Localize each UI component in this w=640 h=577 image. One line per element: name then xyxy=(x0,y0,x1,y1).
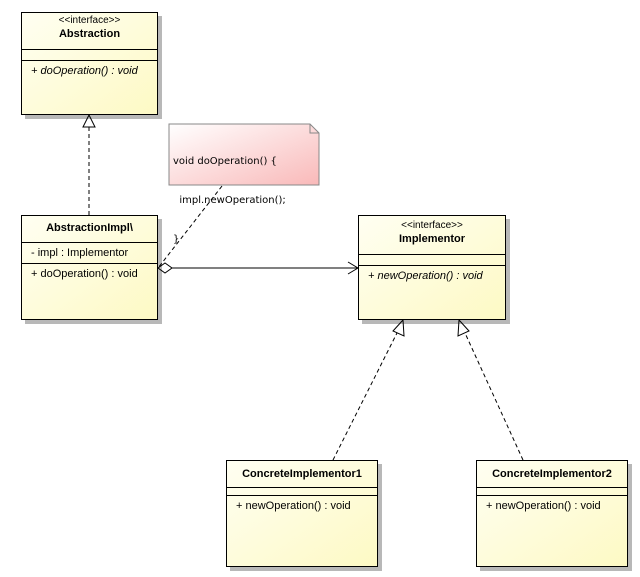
class-concrete-implementor1[interactable]: ConcreteImplementor1 + newOperation() : … xyxy=(226,460,378,567)
stereotype-label: <<interface>> xyxy=(58,15,121,26)
realization-concrete1 xyxy=(332,318,405,461)
operation-compartment: + doOperation() : void xyxy=(22,60,157,79)
note: void doOperation() { impl.newOperation()… xyxy=(169,127,319,245)
operation-compartment: + newOperation() : void xyxy=(227,495,377,514)
operation-compartment: + doOperation() : void xyxy=(22,263,157,282)
note-anchor-line xyxy=(157,185,223,269)
attribute-text: - impl : Implementor xyxy=(31,247,129,259)
class-header: ConcreteImplementor1 xyxy=(227,461,377,487)
note-shape xyxy=(168,123,320,186)
class-header: ConcreteImplementor2 xyxy=(477,461,627,487)
attribute-compartment xyxy=(22,49,157,60)
attribute-compartment xyxy=(477,487,627,495)
note-line: impl.newOperation(); xyxy=(173,195,286,206)
note-line: } xyxy=(173,234,180,245)
class-abstraction[interactable]: <<interface>> Abstraction + doOperation(… xyxy=(21,12,158,115)
class-name: ConcreteImplementor1 xyxy=(242,468,362,480)
operation-compartment: + newOperation() : void xyxy=(359,265,505,284)
operation-text: + newOperation() : void xyxy=(236,500,351,512)
realization-abstraction xyxy=(82,113,96,215)
class-name: Abstraction xyxy=(58,28,121,40)
class-implementor[interactable]: <<interface>> Implementor + newOperation… xyxy=(358,215,506,320)
attribute-compartment xyxy=(359,254,505,265)
operation-text: + doOperation() : void xyxy=(31,268,138,280)
note-line: void doOperation() { xyxy=(173,156,277,167)
class-header: AbstractionImpl\ xyxy=(22,216,157,242)
operation-text: + newOperation() : void xyxy=(368,270,483,282)
class-header: <<interface>> Implementor xyxy=(359,216,505,254)
attribute-compartment: - impl : Implementor xyxy=(22,242,157,261)
class-name: ConcreteImplementor2 xyxy=(492,468,612,480)
operation-text: + doOperation() : void xyxy=(31,65,138,77)
class-name: AbstractionImpl\ xyxy=(46,222,133,234)
class-concrete-implementor2[interactable]: ConcreteImplementor2 + newOperation() : … xyxy=(476,460,628,567)
class-name: Implementor xyxy=(398,233,465,245)
stereotype-label: <<interface>> xyxy=(401,220,463,231)
class-header: <<interface>> Abstraction xyxy=(22,13,157,49)
operation-compartment: + newOperation() : void xyxy=(477,495,627,514)
realization-concrete2 xyxy=(457,318,524,461)
operation-text: + newOperation() : void xyxy=(486,500,601,512)
attribute-compartment xyxy=(227,487,377,495)
class-abstraction-impl[interactable]: AbstractionImpl\ - impl : Implementor + … xyxy=(21,215,158,320)
aggregation-impl-implementor xyxy=(157,261,359,275)
